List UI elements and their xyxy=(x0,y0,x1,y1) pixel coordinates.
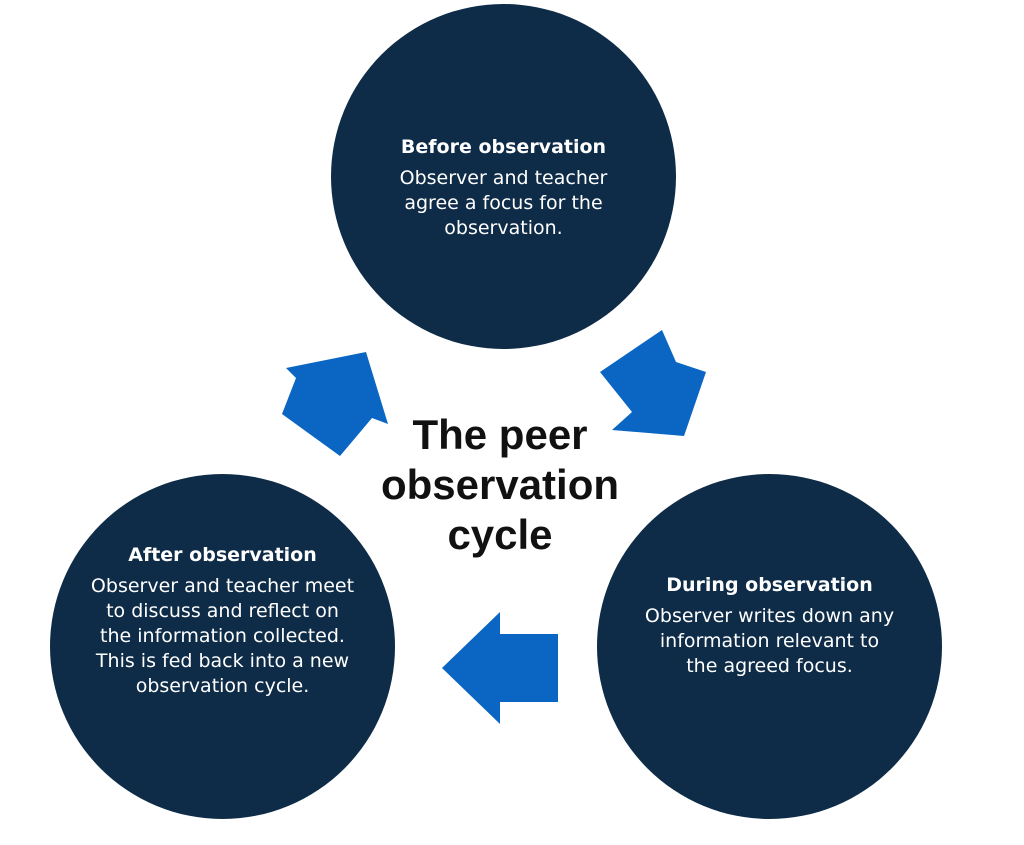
stage-during-description: Observer writes down any information rel… xyxy=(644,605,895,677)
arrow-before-to-during-icon xyxy=(600,330,706,436)
stage-before-title: Before observation xyxy=(400,136,607,158)
center-title: The peer observation cycle xyxy=(380,411,620,558)
stage-before-observation: Before observation Observer and teacher … xyxy=(331,4,676,349)
stage-after-title: After observation xyxy=(128,544,317,566)
stage-before-description: Observer and teacher agree a focus for t… xyxy=(399,167,608,239)
arrow-after-to-before-icon xyxy=(282,352,388,456)
stage-during-observation: During observation Observer writes down … xyxy=(597,474,942,819)
arrow-during-to-after-icon xyxy=(442,612,558,724)
stage-after-observation: After observation Observer and teacher m… xyxy=(50,474,395,819)
stage-after-description: Observer and teacher meet to discuss and… xyxy=(90,575,355,697)
stage-during-title: During observation xyxy=(666,574,873,596)
